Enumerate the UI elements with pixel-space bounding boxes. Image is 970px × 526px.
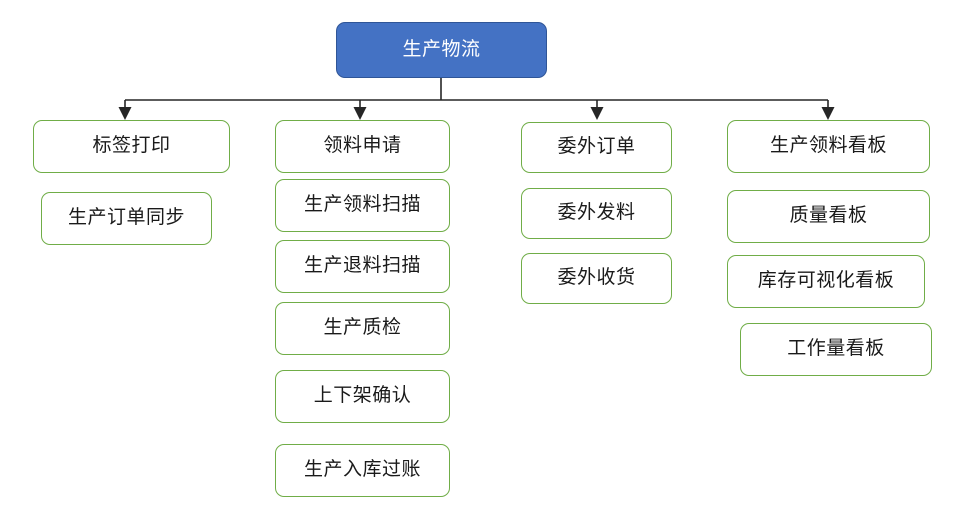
node-label: 委外订单 — [557, 136, 636, 158]
node-label: 领料申请 — [323, 135, 402, 157]
leaf-node-4-4[interactable]: 工作量看板 — [740, 323, 932, 376]
leaf-node-2-1[interactable]: 领料申请 — [275, 120, 450, 173]
node-label: 生产入库过账 — [303, 459, 421, 481]
node-label: 工作量看板 — [787, 338, 885, 360]
leaf-node-2-4[interactable]: 生产质检 — [275, 302, 450, 355]
arrowhead-icon-3 — [590, 107, 604, 120]
leaf-node-3-2[interactable]: 委外发料 — [521, 188, 672, 239]
node-label: 上下架确认 — [313, 385, 412, 407]
arrowhead-icon-4 — [821, 107, 835, 120]
leaf-node-4-3[interactable]: 库存可视化看板 — [727, 255, 925, 308]
leaf-node-2-2[interactable]: 生产领料扫描 — [275, 179, 450, 232]
node-label: 生产领料看板 — [769, 135, 887, 157]
node-label: 标签打印 — [92, 135, 171, 157]
leaf-node-2-6[interactable]: 生产入库过账 — [275, 444, 450, 497]
node-label: 委外收货 — [557, 267, 636, 289]
node-label: 库存可视化看板 — [757, 270, 895, 292]
leaf-node-3-1[interactable]: 委外订单 — [521, 122, 672, 173]
node-label: 生产领料扫描 — [303, 194, 421, 216]
node-label: 质量看板 — [789, 205, 868, 227]
leaf-node-4-1[interactable]: 生产领料看板 — [727, 120, 930, 173]
leaf-node-3-3[interactable]: 委外收货 — [521, 253, 672, 304]
leaf-node-4-2[interactable]: 质量看板 — [727, 190, 930, 243]
root-node-production-logistics[interactable]: 生产物流 — [336, 22, 547, 78]
leaf-node-1-1[interactable]: 标签打印 — [33, 120, 230, 173]
node-label: 生产退料扫描 — [303, 255, 421, 277]
arrowhead-icon-2 — [353, 107, 367, 120]
node-label: 生产订单同步 — [67, 207, 185, 229]
node-label: 委外发料 — [557, 202, 636, 224]
node-label: 生产物流 — [402, 38, 481, 60]
leaf-node-1-2[interactable]: 生产订单同步 — [41, 192, 212, 245]
leaf-node-2-3[interactable]: 生产退料扫描 — [275, 240, 450, 293]
arrowhead-icon-1 — [118, 107, 132, 120]
node-label: 生产质检 — [323, 317, 402, 339]
leaf-node-2-5[interactable]: 上下架确认 — [275, 370, 450, 423]
